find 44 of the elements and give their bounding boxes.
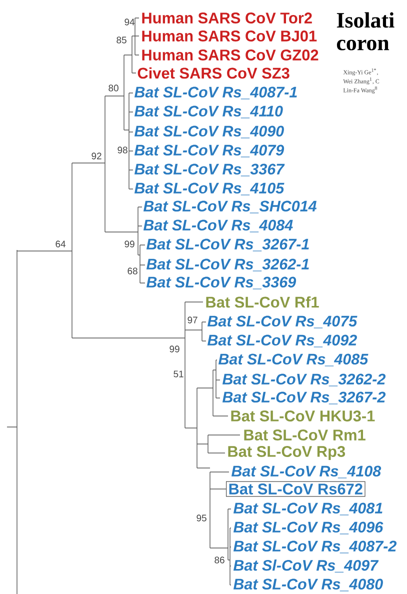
taxon-label: Bat SL-CoV Rs_4087-2 bbox=[233, 540, 397, 554]
bootstrap-value: 86 bbox=[214, 556, 224, 564]
bootstrap-value: 95 bbox=[196, 514, 206, 522]
taxon-label: Bat SL-CoV Rs_SHC014 bbox=[143, 200, 317, 214]
taxon-label: Bat SL-CoV Rm1 bbox=[244, 430, 366, 440]
taxon-label: Bat SL-CoV Rs_4085 bbox=[218, 354, 368, 366]
bootstrap-value: 94 bbox=[124, 18, 135, 26]
taxon-label: Bat SL-CoV Rs_3267-1 bbox=[146, 238, 309, 252]
bootstrap-value: 97 bbox=[188, 316, 198, 324]
taxon-label: Human SARS CoV GZ02 bbox=[142, 50, 318, 60]
title-text: Isolati bbox=[336, 12, 394, 28]
taxon-label: Bat Sl-CoV Rs_4097 bbox=[233, 560, 379, 572]
taxon-label: Bat SL-CoV Rs_4075 bbox=[207, 316, 358, 328]
bootstrap-value: 68 bbox=[128, 268, 138, 274]
title-text: coron bbox=[336, 40, 390, 50]
bootstrap-value: 99 bbox=[124, 240, 134, 248]
taxon-label: Bat SL-CoV Rs_4087-1 bbox=[134, 86, 297, 100]
bootstrap-value: 92 bbox=[92, 152, 102, 160]
bootstrap-value: 80 bbox=[108, 84, 118, 92]
taxon-label: Bat SL-CoV Rs_4084 bbox=[143, 220, 293, 232]
taxon-label: Bat SL-CoV Rs_4079 bbox=[134, 144, 284, 158]
taxon-label: Bat SL-CoV Rf1 bbox=[206, 296, 319, 308]
taxon-label: Bat SL-CoV Rs_4105 bbox=[134, 182, 284, 196]
bootstrap-value: 85 bbox=[116, 36, 126, 44]
taxon-label: Bat SL-CoV Rs_3262-1 bbox=[146, 258, 309, 272]
bootstrap-value: 64 bbox=[56, 240, 66, 248]
taxon-label: Bat SL-CoV Rs_4096 bbox=[233, 522, 384, 534]
taxon-label: Bat SL-CoV Rs_4080 bbox=[233, 578, 383, 592]
taxon-label: Bat SL-CoV Rs_4110 bbox=[134, 106, 283, 118]
taxon-label: Human SARS CoV BJ01 bbox=[142, 30, 317, 42]
taxon-label: Bat SL-CoV Rs_3369 bbox=[146, 276, 296, 290]
taxon-label: Bat SL-CoV Rs_3262-2 bbox=[222, 374, 386, 386]
taxon-label: Bat SL-CoV Rs_4092 bbox=[207, 334, 357, 348]
taxon-label: Bat SL-CoV Rp3 bbox=[228, 446, 346, 460]
taxon-label: Bat SL-CoV Rs_3367 bbox=[134, 164, 285, 176]
taxon-label: Bat SL-CoV HKU3-1 bbox=[231, 410, 375, 422]
bootstrap-value: 99 bbox=[170, 346, 180, 352]
taxon-label: Human SARS CoV Tor2 bbox=[142, 12, 312, 24]
taxon-label: Bat SL-CoV Rs_3267-2 bbox=[222, 392, 386, 404]
highlight-box: Bat SL-CoV Rs672 bbox=[226, 481, 366, 497]
taxon-label: Civet SARS CoV SZ3 bbox=[138, 67, 290, 79]
taxon-label: Bat SL-CoV Rs_4090 bbox=[134, 126, 284, 138]
bootstrap-value: 98 bbox=[118, 146, 128, 154]
bootstrap-value: 51 bbox=[174, 370, 184, 378]
